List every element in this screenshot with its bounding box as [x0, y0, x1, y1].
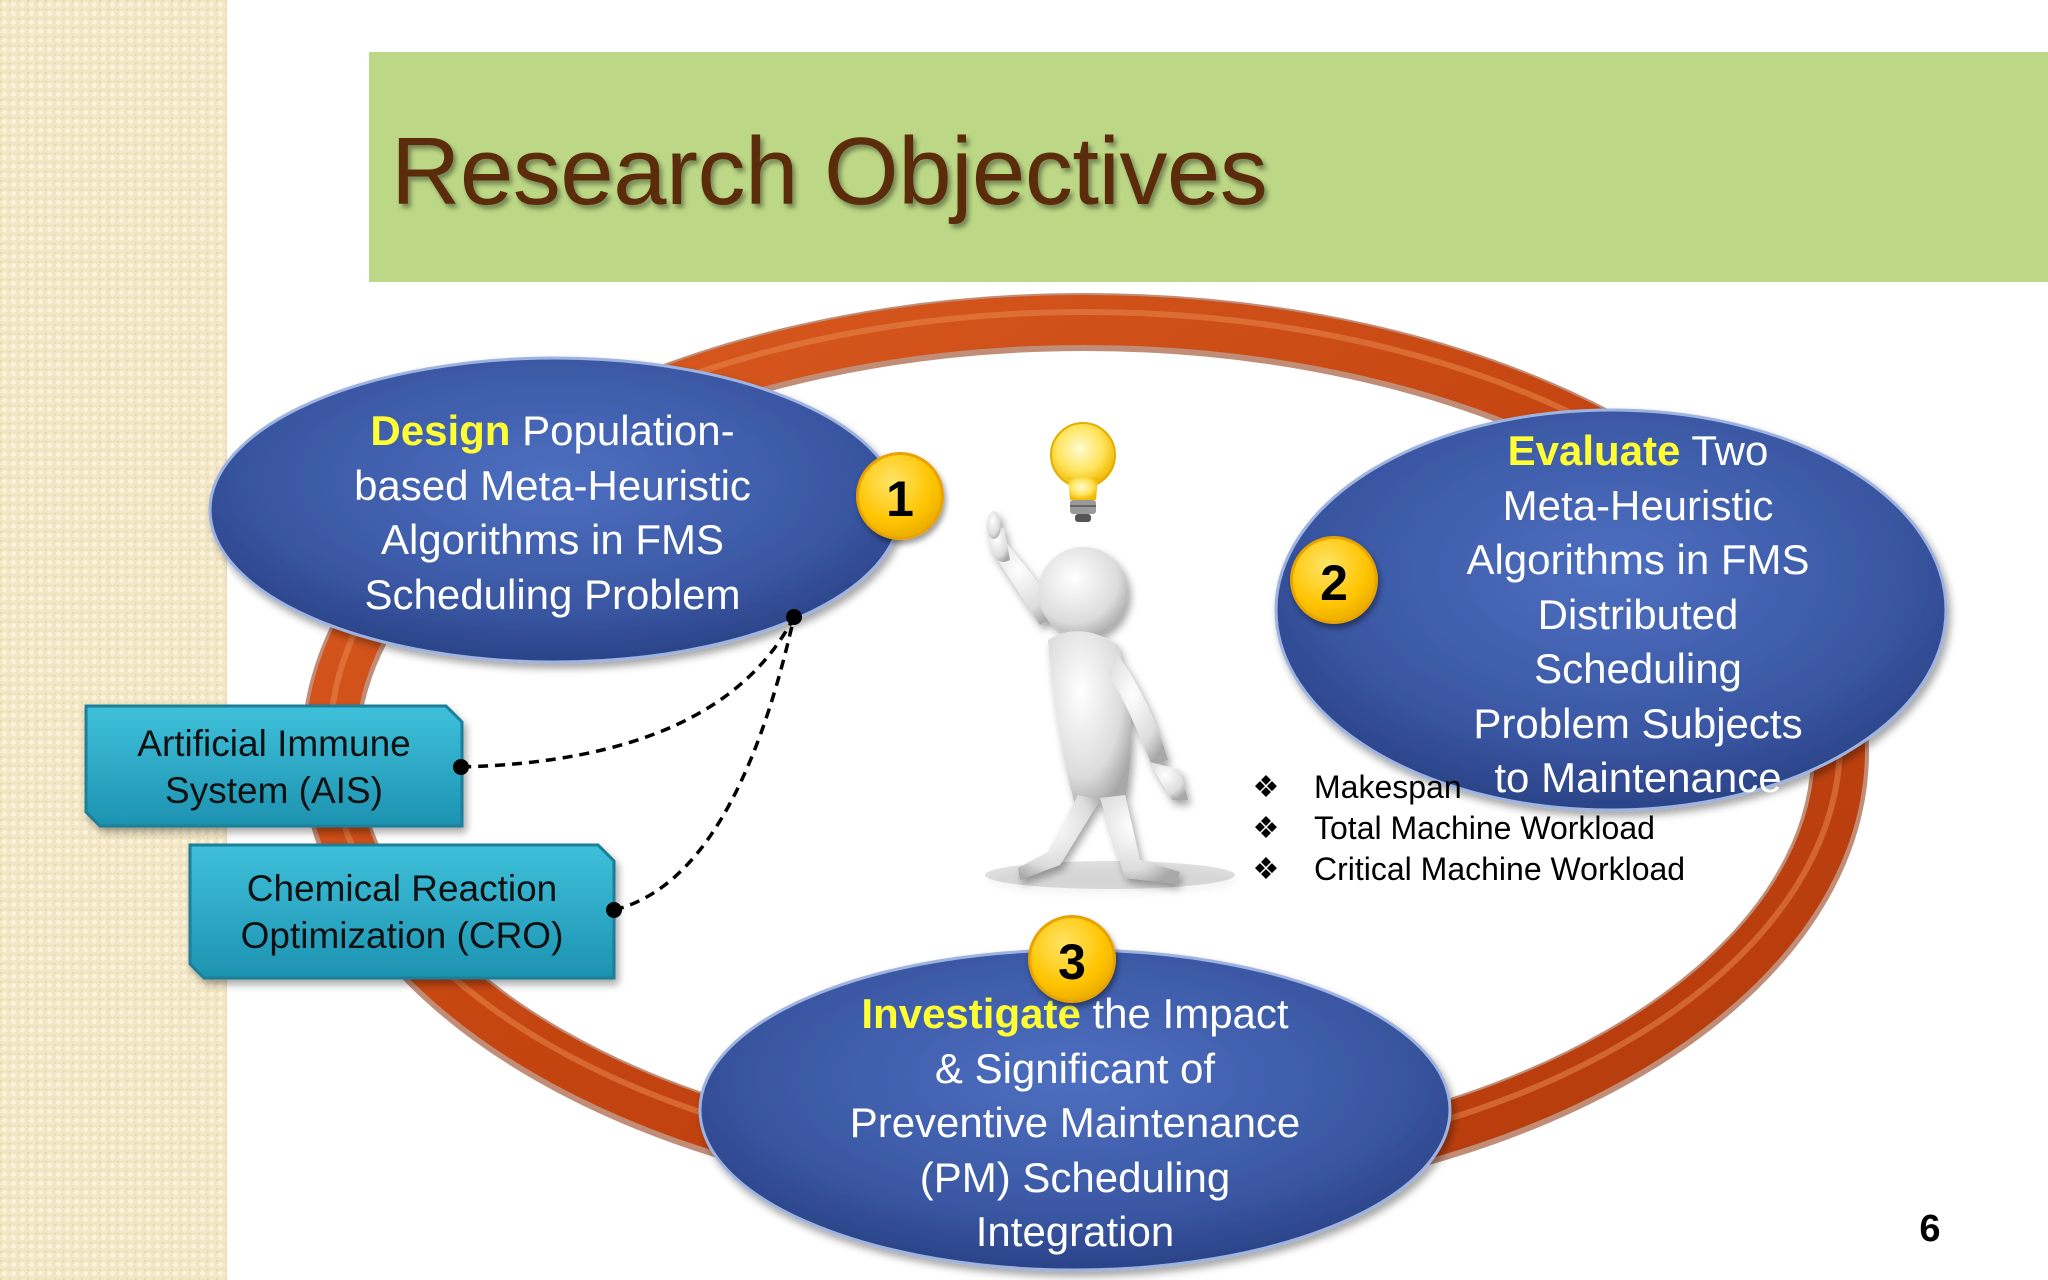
objective-2-text: Evaluate Two Meta-Heuristic Algorithms i…	[1388, 424, 1888, 806]
bullet-diamond-icon: ❖	[1252, 771, 1280, 804]
connector-dot-cro	[606, 902, 622, 918]
objective-3-keyword: Investigate	[861, 990, 1081, 1037]
objective-2-number-badge: 2	[1290, 536, 1378, 624]
algorithm-ais-line-1: Artificial Immune	[137, 723, 411, 764]
objective-3-line-1-rest: the Impact	[1092, 990, 1289, 1037]
objective-2-line-5: Scheduling	[1534, 645, 1742, 692]
objective-2-line-4: Distributed	[1537, 590, 1739, 638]
connector-dot-objective	[786, 609, 802, 625]
title-band	[369, 52, 2048, 282]
objective-2-line-3: Algorithms in FMS	[1466, 536, 1810, 583]
criteria-item: ❖ Critical Machine Workload	[1248, 849, 1808, 890]
objective-3-line-3: Preventive Maintenance	[849, 1099, 1301, 1146]
objective-2-keyword: Evaluate	[1507, 427, 1681, 474]
decorative-sidebar	[0, 0, 227, 1280]
criteria-item: ❖ Makespan	[1248, 767, 1808, 808]
objective-2-line-1: Evaluate Two	[1388, 424, 1888, 479]
criteria-label: Makespan	[1314, 769, 1462, 805]
objective-1-keyword: Design	[370, 407, 511, 454]
algorithm-box-ais	[84, 704, 464, 828]
objective-2-line-6: Problem Subjects	[1473, 699, 1803, 747]
criteria-label: Critical Machine Workload	[1314, 851, 1686, 887]
objective-3-number-badge: 3	[1028, 915, 1116, 1003]
objective-3-line-1: Investigate the Impact	[795, 987, 1355, 1042]
criteria-item: ❖ Total Machine Workload	[1248, 808, 1808, 849]
lightbulb-icon	[1050, 422, 1116, 522]
algorithm-cro-line-2: Optimization (CRO)	[240, 915, 564, 956]
algorithm-cro-line-1: Chemical Reaction	[246, 868, 558, 909]
objective-3-line-5: Integration	[975, 1208, 1175, 1255]
objective-2-line-7: to Maintenance	[1494, 754, 1782, 801]
objective-3-line-2: & Significant of	[934, 1044, 1216, 1092]
thinking-figure-icon	[985, 511, 1235, 889]
objective-1-line-1-rest: Population-	[522, 407, 735, 454]
connector-lines	[460, 616, 796, 912]
criteria-label: Total Machine Workload	[1314, 810, 1655, 846]
objective-1-line-3: Algorithms in FMS	[380, 516, 725, 563]
objective-2-line-1-rest: Two	[1691, 427, 1769, 474]
objective-2-oval	[1274, 408, 1948, 812]
bullet-diamond-icon: ❖	[1252, 853, 1280, 886]
objective-1-line-1: Design Population-	[300, 404, 805, 459]
algorithm-box-cro	[188, 843, 616, 980]
algorithm-ais-label: Artificial Immune System (AIS)	[86, 720, 462, 814]
algorithm-ais-line-2: System (AIS)	[165, 770, 383, 811]
objective-3-text: Investigate the Impact & Significant of …	[795, 987, 1355, 1260]
objective-3-line-4: (PM) Scheduling	[919, 1153, 1231, 1201]
objective-1-number-badge: 1	[856, 452, 944, 540]
connector-dot-ais	[453, 759, 469, 775]
objective-1-line-2: based Meta-Heuristic	[354, 461, 751, 509]
objective-1-text: Design Population- based Meta-Heuristic …	[300, 404, 805, 622]
algorithm-cro-label: Chemical Reaction Optimization (CRO)	[190, 865, 614, 959]
page-number: 6	[1919, 1208, 1941, 1250]
objective-2-line-2: Meta-Heuristic	[1502, 481, 1774, 529]
evaluation-criteria-list: ❖ Makespan ❖ Total Machine Workload ❖ Cr…	[1248, 767, 1808, 890]
objective-1-line-4: Scheduling Problem	[364, 570, 741, 618]
slide-title: Research Objectives	[391, 118, 1268, 225]
bullet-diamond-icon: ❖	[1252, 812, 1280, 845]
